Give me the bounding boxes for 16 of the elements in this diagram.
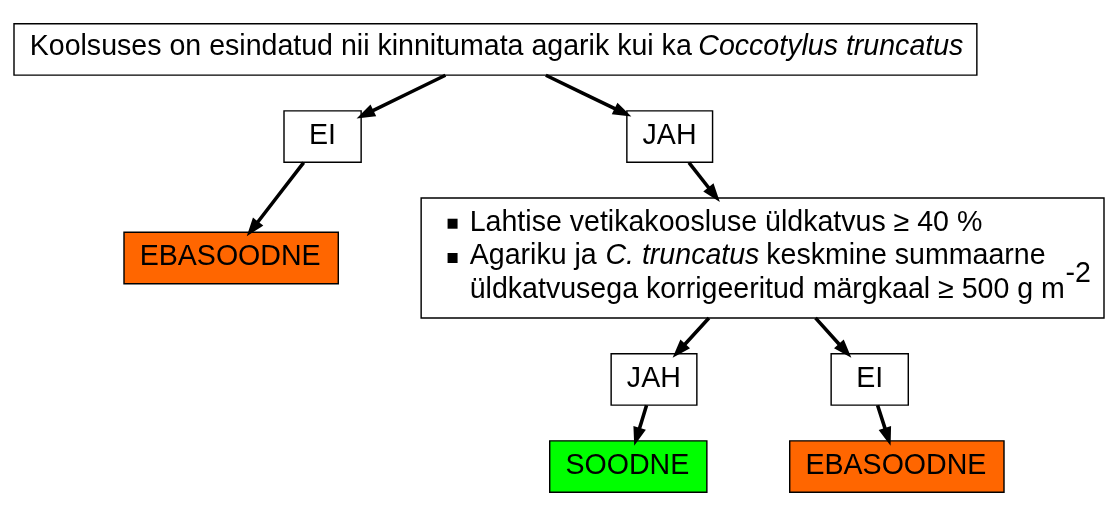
arrow <box>633 404 649 446</box>
node-box: JAH <box>626 110 714 163</box>
arrow <box>687 161 720 203</box>
arrow <box>875 404 892 446</box>
arrow <box>814 316 852 358</box>
arrow <box>672 316 711 358</box>
node-box: EBASOODNE <box>123 231 339 285</box>
node-box: EI <box>283 110 362 163</box>
node-box: JAH <box>610 353 698 406</box>
arrow <box>246 161 306 237</box>
node-box: EI <box>830 353 909 406</box>
node-box: SOODNE <box>549 440 708 493</box>
arrow <box>545 73 632 117</box>
node-box: Koolsuses on esindatud nii kinnitumata agarik kui ka Coccotylus truncatus <box>13 23 978 76</box>
node-box: EBASOODNE <box>789 440 1005 493</box>
arrow <box>356 73 447 119</box>
